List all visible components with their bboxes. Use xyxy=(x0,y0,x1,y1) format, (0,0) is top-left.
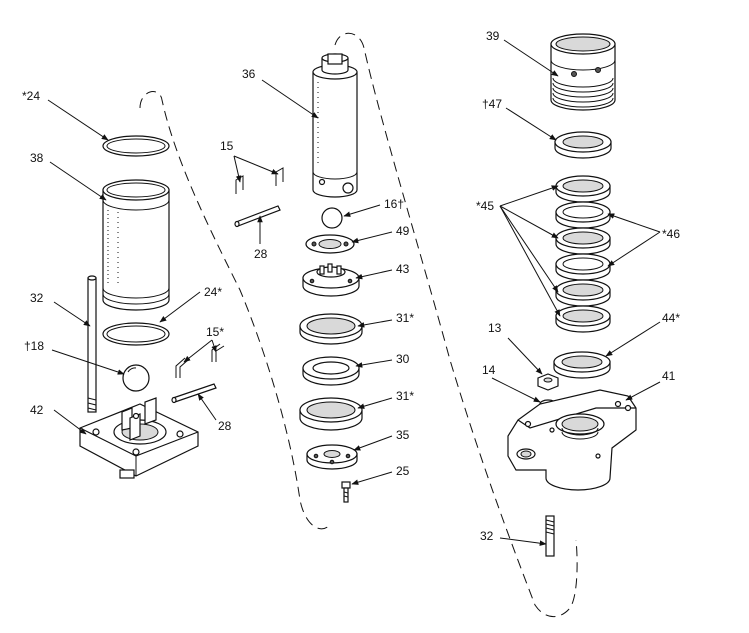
leader-45-c xyxy=(499,205,559,293)
leader-49 xyxy=(351,231,393,244)
leader-30 xyxy=(355,359,393,368)
valve-seat-43 xyxy=(302,263,360,297)
pin-28-lower xyxy=(171,383,217,404)
callout-31-upper: 31* xyxy=(396,311,414,325)
leader-24-bottom xyxy=(159,291,201,323)
packing-stack-45-46 xyxy=(555,175,611,333)
callout-25: 25 xyxy=(396,464,410,478)
leader-28-lower xyxy=(197,393,217,421)
pin-28-upper xyxy=(234,205,281,228)
ring-44 xyxy=(553,351,611,379)
leader-15-upper-b xyxy=(233,155,279,175)
o-ring-24-top xyxy=(102,135,170,157)
o-ring-24-bottom xyxy=(102,322,170,346)
callout-32-left: 32 xyxy=(30,291,44,305)
clip-15-upper xyxy=(235,167,284,194)
ring-30 xyxy=(302,356,360,386)
callout-41: 41 xyxy=(662,369,676,383)
ball-18 xyxy=(122,364,150,392)
callout-30: 30 xyxy=(396,352,410,366)
leader-lines xyxy=(47,39,661,546)
callout-38: 38 xyxy=(30,151,44,165)
leader-44 xyxy=(605,321,661,357)
callout-14: 14 xyxy=(482,363,496,377)
callout-15-upper: 15 xyxy=(220,139,234,153)
callout-24-bottom: 24* xyxy=(204,285,222,299)
callout-45: *45 xyxy=(476,199,494,213)
screw-25 xyxy=(341,481,351,503)
leader-16 xyxy=(343,204,381,217)
assembly-guide-left xyxy=(139,91,331,530)
callout-47: †47 xyxy=(482,97,502,111)
leader-46-b xyxy=(607,231,661,267)
callout-49: 49 xyxy=(396,224,410,238)
leader-15-lower-b xyxy=(211,339,217,353)
leader-39 xyxy=(503,39,559,77)
callout-42: 42 xyxy=(30,403,44,417)
callout-13: 13 xyxy=(488,321,502,335)
callout-15-lower: 15* xyxy=(206,325,224,339)
cup-seal-31-upper xyxy=(299,313,363,345)
nut-13 xyxy=(537,373,559,391)
base-housing-42 xyxy=(79,397,199,479)
leader-38 xyxy=(49,161,107,201)
manifold-housing-41 xyxy=(507,389,637,491)
rod-32-right xyxy=(545,515,555,557)
leader-31-upper xyxy=(357,319,393,328)
packing-45-4 xyxy=(555,305,611,333)
cup-seal-31-lower xyxy=(299,397,363,431)
callout-35: 35 xyxy=(396,428,410,442)
callout-16: 16† xyxy=(384,197,404,211)
leader-45-d xyxy=(499,205,561,317)
packing-46-2 xyxy=(555,253,611,281)
callout-28-upper: 28 xyxy=(254,247,268,261)
rod-32-left xyxy=(87,275,97,413)
leader-24-top xyxy=(47,99,109,141)
callout-18: †18 xyxy=(24,339,44,353)
callout-39: 39 xyxy=(486,29,500,43)
leader-15-lower-a xyxy=(183,339,213,363)
leader-46-a xyxy=(607,213,661,233)
leader-13 xyxy=(507,337,543,375)
callout-36: 36 xyxy=(242,67,256,81)
leader-45-b xyxy=(499,205,559,239)
cylinder-38 xyxy=(102,179,170,311)
callout-43: 43 xyxy=(396,262,410,276)
leader-32-left xyxy=(53,301,91,327)
callout-46: *46 xyxy=(662,227,680,241)
packing-45-1 xyxy=(555,175,611,203)
leader-35 xyxy=(353,435,393,451)
callout-28-lower: 28 xyxy=(218,419,232,433)
ball-16 xyxy=(321,207,343,229)
leader-43 xyxy=(355,269,393,280)
retainer-plate-49 xyxy=(305,234,355,254)
leader-41 xyxy=(625,381,661,401)
leader-15-upper-a xyxy=(233,155,242,183)
ring-47 xyxy=(554,131,612,159)
callout-31-lower: 31* xyxy=(396,389,414,403)
threaded-sleeve-39 xyxy=(550,33,616,111)
nut-plate-35 xyxy=(306,444,358,470)
assembly-guide-right xyxy=(334,32,578,618)
leader-31-lower xyxy=(357,397,393,409)
leader-47 xyxy=(505,107,557,141)
leader-36 xyxy=(261,79,319,119)
leader-42 xyxy=(53,409,87,435)
packing-45-3 xyxy=(555,279,611,307)
leader-14 xyxy=(491,377,541,403)
piston-rod-36 xyxy=(312,53,358,198)
callout-44: 44* xyxy=(662,311,680,325)
leader-18 xyxy=(51,349,125,375)
packing-45-2 xyxy=(555,227,611,255)
leader-32-right xyxy=(499,537,547,546)
leader-45-a xyxy=(499,185,559,207)
callout-32-right: 32 xyxy=(480,529,494,543)
leader-25 xyxy=(351,471,393,485)
callout-24-top: *24 xyxy=(22,89,40,103)
packing-46-1 xyxy=(555,201,611,229)
callout-labels: *24 38 32 †18 42 15 28 24* 15* 28 36 16†… xyxy=(22,29,680,543)
